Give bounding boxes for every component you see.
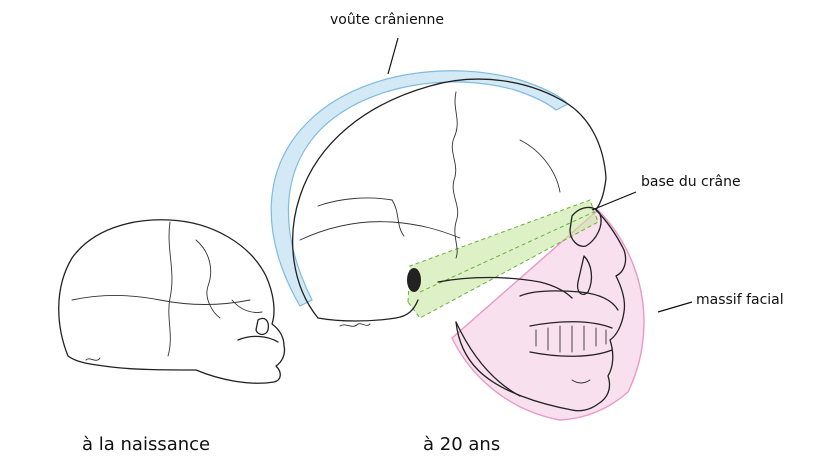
- newborn-caption: à la naissance: [82, 434, 210, 455]
- base-leader-line: [592, 192, 636, 210]
- newborn-skull-drawing: [59, 220, 285, 383]
- vault-label: voûte crânienne: [330, 12, 444, 28]
- skull-base-label: base du crâne: [641, 174, 741, 190]
- face-leader-line: [658, 302, 692, 312]
- facial-mass-label: massif facial: [696, 292, 784, 308]
- vault-leader-line: [388, 38, 398, 74]
- adult-caption: à 20 ans: [423, 434, 500, 455]
- ear-canal: [407, 268, 421, 292]
